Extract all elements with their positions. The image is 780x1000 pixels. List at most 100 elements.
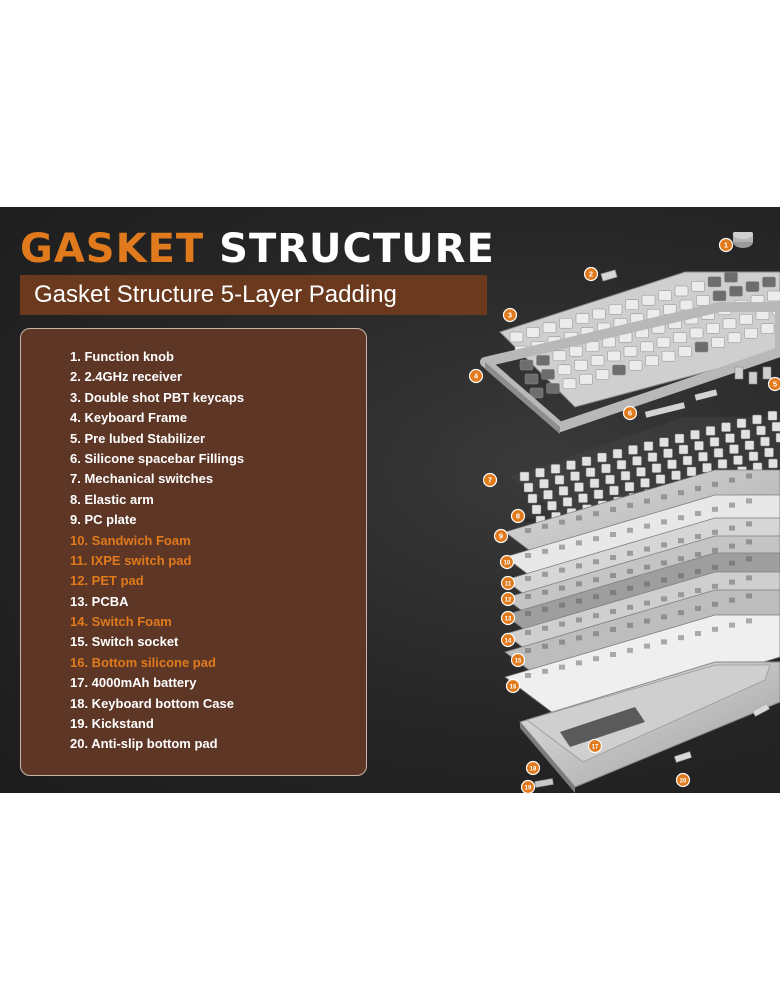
marker-circle — [510, 652, 526, 668]
plate-cutout — [729, 579, 735, 585]
keycap — [579, 373, 593, 385]
keycap — [575, 313, 590, 324]
plate-cutout — [661, 494, 667, 500]
plate-cutout — [559, 544, 565, 550]
stabilizer-icons — [734, 366, 772, 385]
plate-cutout — [695, 552, 701, 557]
marker-circle — [505, 678, 521, 694]
plate-cutout — [576, 617, 582, 623]
switch — [748, 451, 759, 462]
marker-label: 15 — [515, 659, 522, 665]
switch — [558, 486, 569, 496]
switch — [674, 433, 685, 444]
marker-label: 3 — [508, 311, 512, 320]
keycap — [678, 346, 692, 357]
keycap — [691, 281, 705, 292]
plate-cutout — [610, 652, 616, 657]
plate-cutout — [559, 519, 565, 525]
plate-cutout — [610, 507, 616, 512]
keycap — [628, 360, 643, 371]
plate-cutout — [627, 568, 633, 574]
keycap — [661, 350, 676, 362]
plate-cutout — [712, 583, 718, 589]
plate-cutout — [644, 600, 650, 606]
switch — [671, 470, 681, 481]
keycap — [674, 285, 689, 297]
plate-cutout — [559, 585, 565, 591]
switch — [694, 440, 704, 451]
plate-cutout — [678, 556, 684, 562]
part-marker: 19 — [520, 779, 536, 793]
plate-cutout — [712, 529, 718, 535]
switch — [628, 445, 638, 455]
switch — [519, 471, 530, 482]
switch — [593, 489, 604, 500]
keycap — [722, 318, 737, 330]
marker-circle — [499, 554, 515, 570]
plate-cutout — [644, 546, 650, 552]
keycap — [744, 327, 758, 339]
marker-label: 10 — [504, 561, 511, 567]
part-marker: 4 — [468, 368, 484, 384]
plate-cutout — [525, 553, 531, 558]
keycap — [612, 364, 626, 376]
keycap — [595, 369, 610, 380]
plate-cutout — [542, 589, 548, 595]
plate-cutout — [610, 609, 616, 614]
plate-cutout — [576, 581, 582, 587]
part-item: 9. PC plate — [70, 512, 137, 528]
switch — [767, 410, 778, 421]
switch — [539, 478, 549, 489]
marker-circle — [587, 738, 603, 754]
switch — [659, 437, 669, 448]
plate-cutout — [593, 594, 599, 600]
plate-cutout — [559, 602, 565, 608]
switch — [775, 432, 780, 443]
part-marker: 18 — [525, 760, 541, 776]
part-item: 13. PCBA — [70, 593, 129, 609]
part-marker: 16 — [505, 678, 521, 694]
switch — [640, 478, 650, 488]
keycap — [541, 369, 555, 380]
switch — [682, 455, 693, 466]
switch — [698, 451, 708, 462]
switch — [597, 452, 607, 463]
plate-cutout — [746, 539, 752, 545]
keycap — [762, 276, 776, 288]
keycap — [706, 323, 720, 334]
plate-cutout — [542, 668, 548, 674]
plate-cutout — [661, 560, 667, 566]
plate-cutout — [627, 604, 633, 610]
switch — [764, 447, 774, 458]
plate-cutout — [729, 525, 735, 531]
title-word-gasket: GASKET — [20, 226, 205, 272]
switch — [702, 462, 712, 473]
page-title: GASKET STRUCTURE — [20, 227, 495, 271]
part-marker: 1 — [718, 237, 734, 253]
marker-circle — [767, 376, 780, 392]
marker-label: 9 — [499, 532, 503, 541]
switch — [725, 433, 735, 443]
marker-label: 19 — [525, 786, 532, 792]
plate-cutout — [576, 598, 582, 604]
keycap — [739, 313, 753, 325]
keycap — [526, 327, 540, 338]
plate-cutout — [644, 581, 650, 587]
part-marker: 13 — [500, 610, 516, 626]
marker-label: 6 — [628, 409, 632, 418]
keycap — [694, 341, 709, 353]
plate-cutout — [644, 618, 650, 624]
battery-icon — [560, 707, 645, 747]
plate-cutout — [695, 606, 701, 611]
part-item: 10. Sandwich Foam — [70, 532, 191, 548]
switch — [585, 467, 596, 478]
plate-cutout — [712, 547, 718, 553]
plate-cutout — [593, 656, 599, 662]
keycap — [590, 355, 605, 366]
plate-cutout — [678, 515, 684, 521]
subtitle-box: Gasket Structure 5-Layer Padding — [20, 275, 487, 315]
plate-cutout — [746, 618, 752, 624]
plate-cutout — [695, 534, 701, 539]
part-item: 2. 2.4GHz receiver — [70, 369, 183, 385]
switch — [690, 429, 700, 440]
